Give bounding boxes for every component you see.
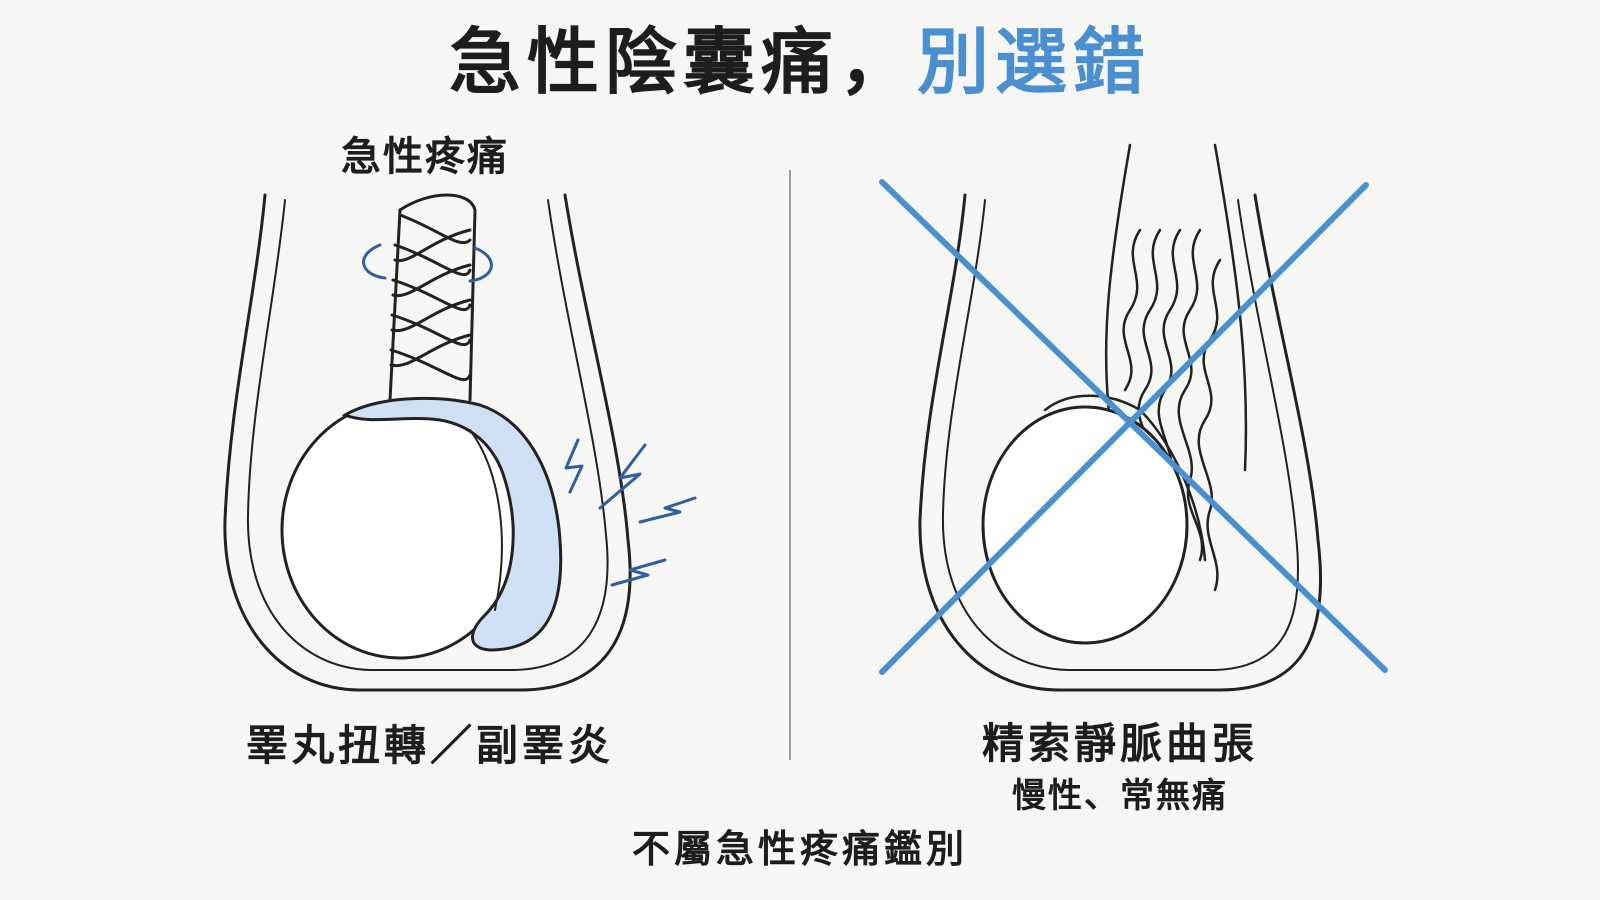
twist-arrows-icon bbox=[362, 243, 493, 283]
cross-mark-icon bbox=[879, 179, 1388, 675]
page-title: 急性陰囊痛，別選錯 bbox=[0, 18, 1600, 106]
right-diagram bbox=[918, 143, 1323, 692]
right-subcaption: 慢性、常無痛 bbox=[1012, 776, 1228, 816]
title-main: 急性陰囊痛， bbox=[448, 20, 917, 104]
right-epididymis bbox=[1043, 394, 1207, 562]
twisted-cord bbox=[388, 193, 477, 402]
left-caption: 睪丸扭轉／副睪炎 bbox=[245, 721, 614, 770]
title-accent: 別選錯 bbox=[917, 20, 1152, 104]
footer-note: 不屬急性疼痛鑑別 bbox=[631, 827, 968, 871]
left-epididymis bbox=[341, 396, 563, 652]
left-diagram bbox=[223, 193, 697, 692]
lightning-bolt-icon bbox=[564, 438, 697, 587]
left-scrotum-inner bbox=[246, 199, 609, 671]
left-top-label: 急性疼痛 bbox=[341, 134, 509, 180]
right-scrotum-inner bbox=[941, 199, 1300, 671]
right-testis bbox=[981, 405, 1189, 645]
left-scrotum-outline bbox=[223, 193, 632, 692]
right-scrotum-outline bbox=[918, 193, 1323, 692]
right-caption: 精索靜脈曲張 bbox=[981, 719, 1258, 768]
